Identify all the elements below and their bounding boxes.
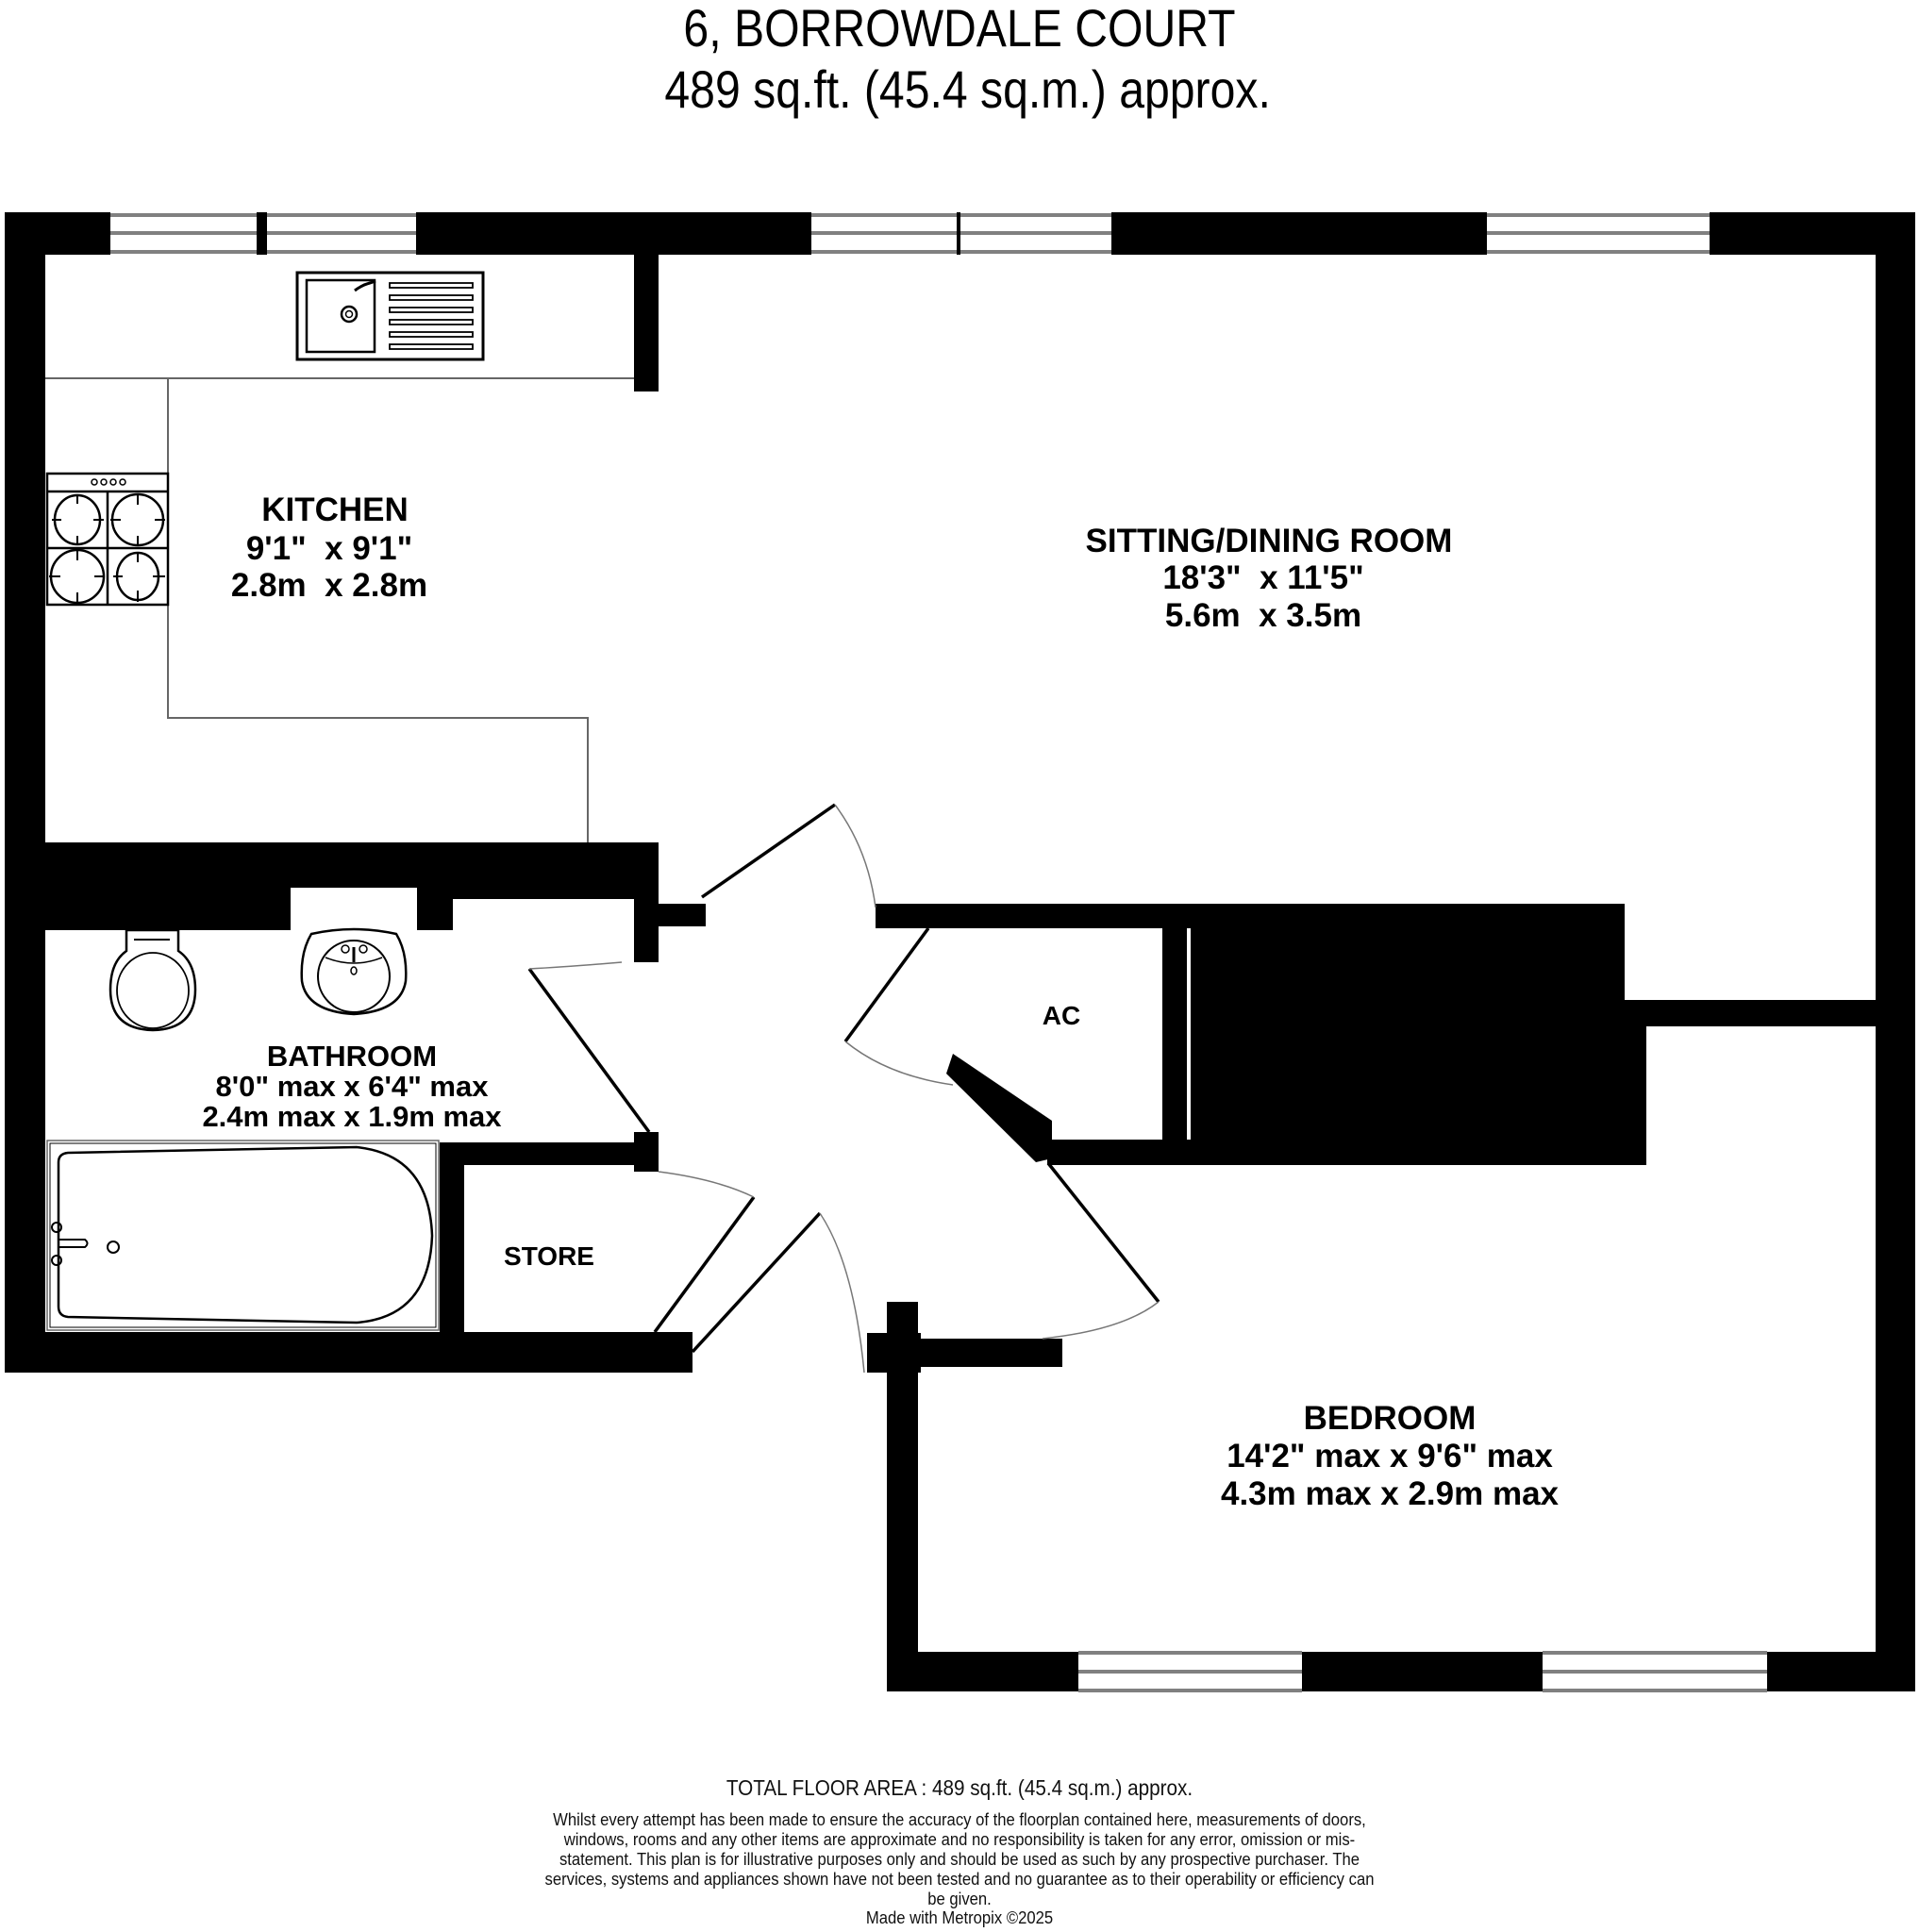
door-ac-arc <box>844 1041 954 1086</box>
door-entrance-leaf <box>691 1211 822 1354</box>
disclaimer-text: Whilst every attempt has been made to en… <box>544 1809 1375 1908</box>
sitting-dining-metric: 5.6m x 3.5m <box>1165 597 1361 634</box>
door-sitting-arc <box>834 804 876 908</box>
wall-ac-angled <box>946 1054 1052 1162</box>
wash-basin-icon <box>300 927 408 1016</box>
door-bathroom-leaf <box>527 967 651 1134</box>
store-label: STORE <box>504 1241 594 1271</box>
sitting-dining-label: SITTING/DINING ROOM <box>1086 523 1453 559</box>
toilet-icon <box>108 928 197 1032</box>
door-bedroom-arc <box>1042 1301 1160 1340</box>
wall-top-mid <box>416 212 811 255</box>
wall-ac-bottom <box>1047 1140 1179 1165</box>
bathroom-metric: 2.4m max x 1.9m max <box>202 1100 502 1133</box>
bathroom-imperial: 8'0" max x 6'4" max <box>216 1070 490 1103</box>
wall-bottom-bedroom-left <box>887 1652 1078 1691</box>
doors <box>527 803 1160 1374</box>
bedroom-imperial: 14'2" max x 9'6" max <box>1226 1438 1553 1474</box>
sink-drainer-icon <box>295 271 485 361</box>
window-sitting-2 <box>960 213 1111 254</box>
door-entrance-arc <box>819 1212 865 1374</box>
window-kitchen-2 <box>267 213 416 254</box>
hob-icon <box>45 472 170 607</box>
door-bedroom-leaf <box>1046 1161 1160 1304</box>
bath-icon <box>46 1140 440 1331</box>
window-kitchen-1 <box>110 213 257 254</box>
wall-top-mullion-1 <box>257 212 267 255</box>
wall-bedroom-top <box>918 1339 1062 1367</box>
wall-sitting-bedroom <box>1594 1000 1876 1026</box>
wall-bottom-left <box>5 1332 693 1373</box>
door-store-arc <box>658 1171 755 1198</box>
wall-bedroom-jamb <box>867 1333 921 1373</box>
kitchen-imperial: 9'1" x 9'1" <box>246 530 412 567</box>
door-ac-leaf <box>843 926 930 1043</box>
kitchen-metric: 2.8m x 2.8m <box>231 567 427 604</box>
bedroom-metric: 4.3m max x 2.9m max <box>1221 1475 1560 1512</box>
plan-title-area: 489 sq.ft. (45.4 sq.m.) approx. <box>664 59 1271 119</box>
wall-bottom-bedroom-mid <box>1302 1652 1543 1691</box>
basin-niche <box>291 888 417 931</box>
bedroom-label: BEDROOM <box>1304 1400 1477 1437</box>
wall-kitchen-bathroom-right <box>453 842 659 899</box>
chimney-breast <box>1162 904 1625 1165</box>
total-floor-area: TOTAL FLOOR AREA : 489 sq.ft. (45.4 sq.m… <box>726 1775 1193 1800</box>
window-sitting-1 <box>811 213 957 254</box>
wall-right <box>1876 212 1915 1691</box>
wall-ac-right <box>1169 928 1188 1145</box>
ac-chimney-gap <box>1187 928 1191 1140</box>
window-bedroom-2 <box>1543 1651 1767 1692</box>
kitchen-worktop-outline <box>45 377 589 842</box>
windows <box>110 213 1767 1692</box>
window-bedroom-1 <box>1078 1651 1302 1692</box>
door-sitting-leaf <box>701 803 836 899</box>
wall-bath-door-jamb <box>634 1132 659 1172</box>
wall-bath-store <box>440 1142 659 1165</box>
sitting-dining-imperial: 18'3" x 11'5" <box>1162 559 1363 596</box>
walls <box>5 212 1915 1691</box>
wall-top-mullion-2 <box>957 212 960 255</box>
wall-kitchen-partition <box>634 255 659 391</box>
door-bathroom-arc <box>528 961 623 970</box>
wall-left <box>5 212 45 1373</box>
wall-bottom-bedroom-right <box>1767 1652 1915 1691</box>
kitchen-label: KITCHEN <box>261 491 409 528</box>
window-sitting-3 <box>1487 213 1710 254</box>
chimney-lower <box>1594 1000 1646 1165</box>
bathroom-label: BATHROOM <box>267 1040 437 1073</box>
credit-text: Made with Metropix ©2025 <box>865 1907 1054 1927</box>
wall-top-right-mid <box>1111 212 1487 255</box>
wall-bath-hall-stub <box>659 904 706 926</box>
door-store-leaf-2 <box>653 1195 756 1334</box>
wall-bath-right-upper <box>634 899 659 962</box>
ac-label: AC <box>1043 1001 1080 1030</box>
plan-title-address: 6, BORROWDALE COURT <box>683 0 1236 58</box>
room-labels: KITCHEN 9'1" x 9'1" 2.8m x 2.8m SITTING/… <box>202 491 1559 1512</box>
